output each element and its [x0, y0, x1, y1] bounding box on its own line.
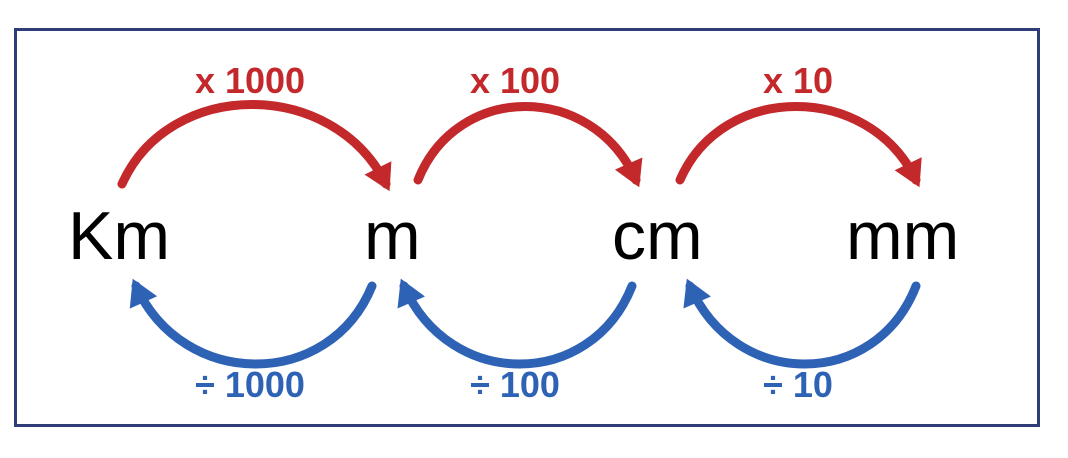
divide-arrow-m-cm-arrowhead	[397, 278, 425, 309]
divide-arrow-cm-mm-arc	[685, 281, 921, 369]
unit-m: m	[364, 198, 421, 274]
multiply-arrow-m-cm-arc	[413, 102, 641, 185]
multiply-arrow-cm-mm-arrowhead	[894, 157, 922, 188]
divide-arrow-m-cm-arc	[399, 281, 637, 369]
divide-arrow-cm-mm-arrowhead	[683, 278, 711, 309]
divide-arrow-km-m-arrowhead	[129, 278, 158, 309]
multiply-label-km-m: x 1000	[194, 60, 306, 101]
multiply-arrow-km-m-arrowhead	[364, 161, 392, 192]
unit-mm: mm	[846, 198, 960, 274]
multiply-arrow-m-cm-arrowhead	[614, 157, 643, 188]
multiply-arrow-cm-mm-arc	[675, 102, 921, 185]
multiply-label-cm-mm: x 10	[762, 60, 834, 101]
divide-label-cm-m: ÷ 100	[470, 364, 560, 405]
divide-label-m-km: ÷ 1000	[195, 364, 305, 405]
unit-cm: cm	[612, 198, 703, 274]
multiply-label-m-cm: x 100	[469, 60, 561, 101]
divide-arrow-km-m-arc	[131, 281, 377, 369]
unit-km: Km	[68, 198, 170, 274]
divide-label-mm-cm: ÷ 10	[763, 364, 833, 405]
multiply-arrow-km-m-arc	[117, 100, 391, 189]
